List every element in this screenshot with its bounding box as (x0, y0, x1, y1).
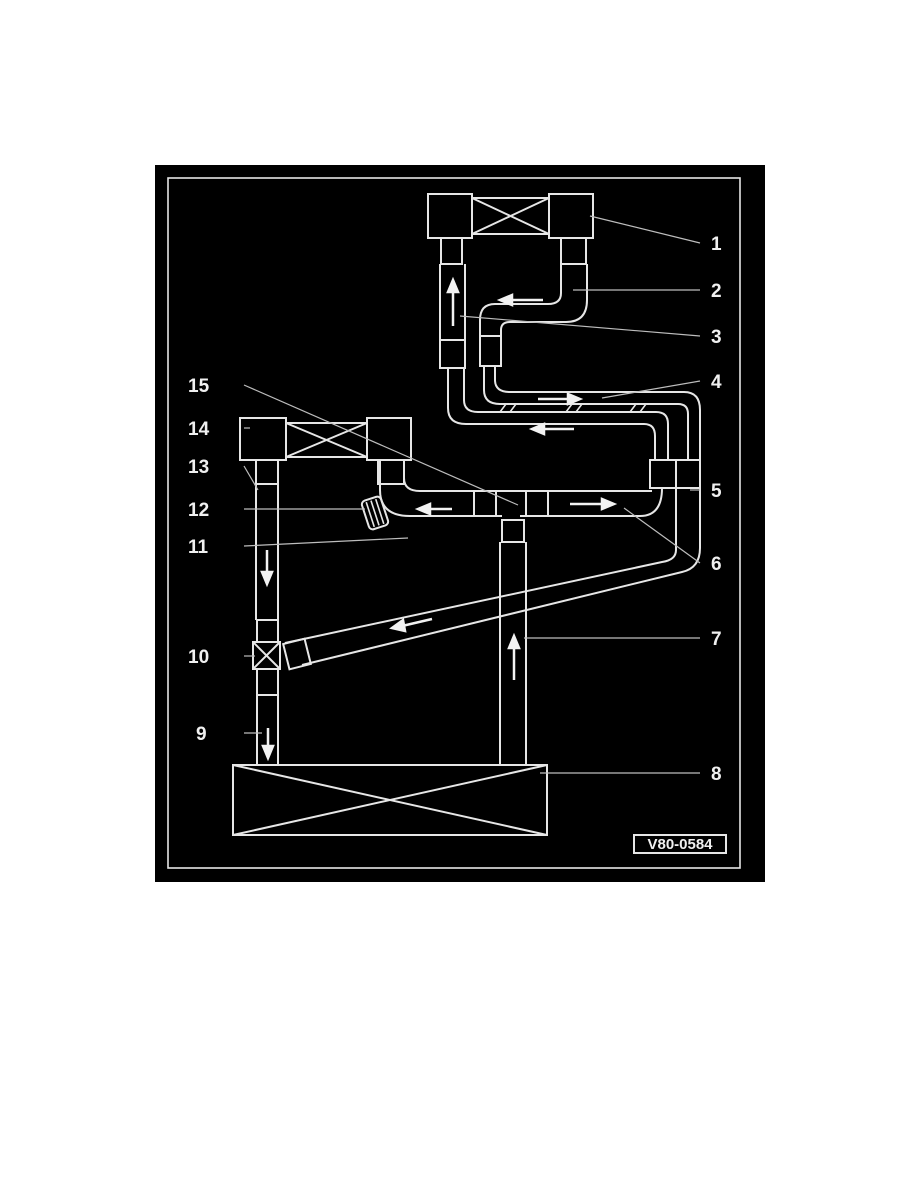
label-5: 5 (711, 481, 722, 502)
arrow-up-hose-7 (507, 632, 521, 680)
upper-core-left-stub (440, 237, 463, 265)
hose-7 (499, 542, 527, 765)
arrow-left-return-hose (389, 617, 433, 633)
arrow-left-hose-4 (528, 422, 574, 436)
label-12: 12 (188, 500, 209, 521)
coolant-flow-diagram: 1 2 3 4 5 6 7 8 9 10 11 12 13 14 15 V80-… (155, 165, 765, 882)
figure-code-box: V80-0584 (633, 834, 727, 854)
arrow-left-hose-11 (414, 502, 452, 516)
label-8: 8 (711, 764, 722, 785)
return-hose-connector (281, 637, 313, 671)
hose-3-connector (439, 339, 466, 369)
label-9: 9 (196, 724, 207, 745)
connector-5-right (675, 459, 701, 489)
label-11: 11 (188, 537, 209, 558)
hose-9 (256, 695, 279, 765)
arrow-down-hose-13 (260, 550, 274, 588)
lower-core-right-stub (377, 459, 405, 485)
leader-lines (243, 215, 701, 774)
figure-code: V80-0584 (647, 836, 713, 853)
label-14: 14 (188, 419, 210, 440)
callout-labels: 1 2 3 4 5 6 7 8 9 10 11 12 13 14 15 (188, 234, 722, 785)
label-3: 3 (711, 327, 722, 348)
label-15: 15 (188, 376, 210, 397)
upper-heater-core (427, 193, 594, 239)
label-7: 7 (711, 629, 722, 650)
arrow-down-hose-9 (261, 728, 275, 762)
t-piece (473, 490, 549, 543)
label-4: 4 (711, 372, 722, 393)
upper-core-right-stub (560, 237, 587, 265)
valve-lower-connector (256, 668, 279, 696)
hose-6 (548, 487, 663, 517)
arrow-right-hose-4 (538, 392, 584, 406)
hose-2-connector (479, 335, 502, 367)
arrow-up-hose-3 (446, 276, 460, 326)
label-10: 10 (188, 647, 209, 668)
shut-off-valve (252, 641, 281, 670)
label-2: 2 (711, 281, 722, 302)
hose-13 (255, 484, 279, 620)
lower-core-left-stub (255, 459, 279, 485)
diagram-background (155, 165, 765, 882)
label-13: 13 (188, 457, 209, 478)
hose-4 (447, 366, 701, 460)
diagram-frame (167, 177, 741, 869)
arrow-left-hose-2 (496, 293, 543, 307)
label-6: 6 (711, 554, 722, 575)
return-hose (284, 488, 701, 666)
arrow-right-hose-6 (570, 497, 618, 511)
label-1: 1 (711, 234, 722, 255)
bleeder-screw (360, 495, 390, 531)
engine (232, 764, 548, 836)
